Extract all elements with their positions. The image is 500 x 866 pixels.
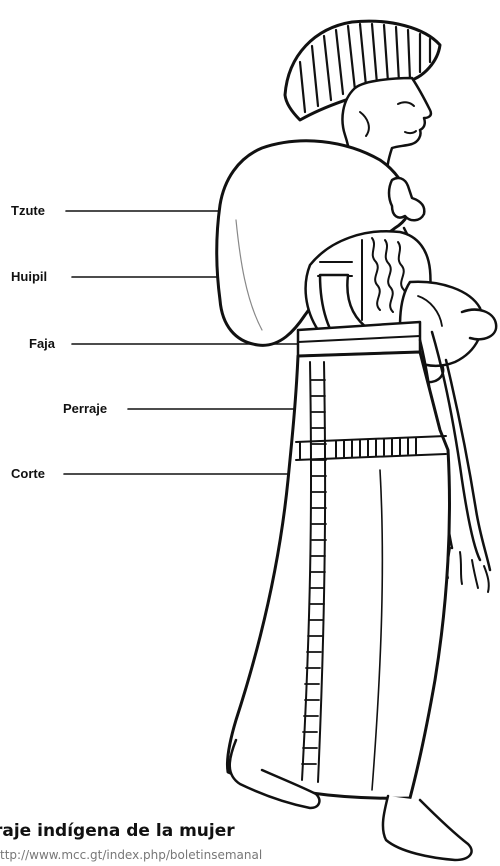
caption-title: raje indígena de la mujer xyxy=(0,821,235,841)
label-perraje: Perraje xyxy=(63,401,107,416)
caption-url: ttp://www.mcc.gt/index.php/boletinsemana… xyxy=(0,848,262,862)
label-corte: Corte xyxy=(11,466,45,481)
label-faja: Faja xyxy=(29,336,55,351)
label-tzute: Tzute xyxy=(11,203,45,218)
corte-skirt xyxy=(227,352,449,798)
label-huipil: Huipil xyxy=(11,269,47,284)
